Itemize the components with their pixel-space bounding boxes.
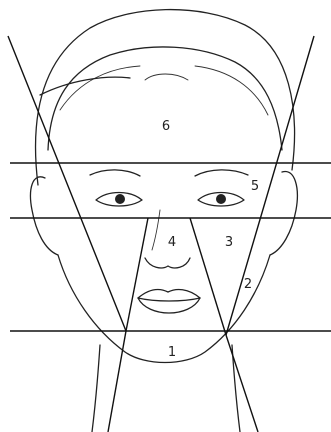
- region-label-5: 5: [251, 179, 259, 194]
- region-label-4: 4: [168, 235, 176, 250]
- left-iris: [115, 194, 125, 204]
- region-label-6: 6: [162, 119, 170, 134]
- region-label-2: 2: [244, 277, 252, 292]
- region-label-1: 1: [168, 345, 176, 360]
- region-label-3: 3: [225, 235, 233, 250]
- right-iris: [216, 194, 226, 204]
